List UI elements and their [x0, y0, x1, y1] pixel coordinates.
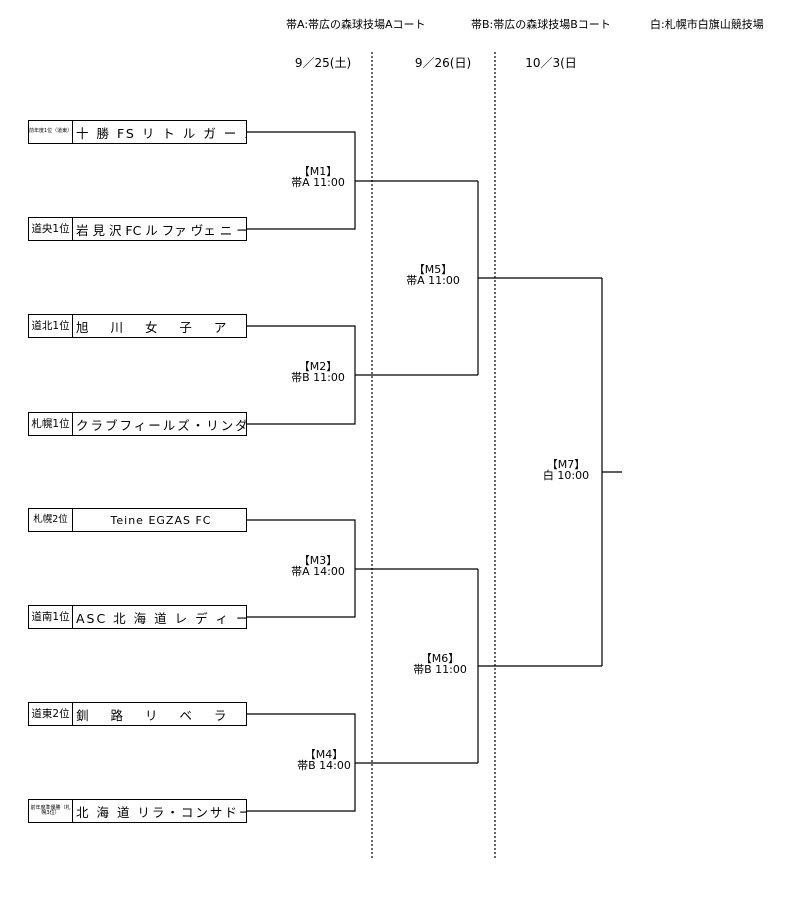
team-seed: 道東2位	[29, 703, 73, 725]
match-time: 帯B 11:00	[291, 371, 345, 384]
match-time: 帯B 14:00	[297, 759, 351, 772]
team-slot-6: 道南1位 ASC 北 海 道 レ デ ィ ー ス	[28, 605, 247, 629]
date-round2: 9／26(日)	[414, 56, 472, 70]
match-time: 白 10:00	[542, 469, 590, 482]
team-name: 北 海 道 リラ・コンサドーレ	[76, 804, 246, 820]
match-m5: 【M5】 帯A 11:00	[393, 264, 473, 286]
venue-a-label: 帯A:帯広の森球技場Aコート	[286, 18, 426, 31]
match-time: 帯B 11:00	[413, 663, 467, 676]
match-m3: 【M3】 帯A 14:00	[278, 555, 358, 577]
date-round3: 10／3(日	[525, 56, 577, 70]
venue-b-label: 帯B:帯広の森球技場Bコート	[471, 18, 611, 31]
team-seed: 前年度1位（道東）	[29, 121, 73, 143]
venue-w-label: 白:札幌市白旗山競技場	[650, 18, 764, 31]
team-seed: 札幌1位	[29, 413, 73, 435]
match-m4: 【M4】 帯B 14:00	[284, 749, 364, 771]
team-name: ASC 北 海 道 レ デ ィ ー ス	[76, 610, 246, 626]
match-m2: 【M2】 帯B 11:00	[278, 361, 358, 383]
match-label: 【M1】	[298, 165, 338, 178]
team-name: 釧 路 リ ベ ラ ル テ ィ	[76, 707, 246, 723]
team-seed: 道北1位	[29, 315, 73, 337]
match-m6: 【M6】 帯B 11:00	[400, 653, 480, 675]
match-time: 帯A 14:00	[291, 565, 345, 578]
team-slot-7: 道東2位 釧 路 リ ベ ラ ル テ ィ	[28, 702, 247, 726]
team-slot-4: 札幌1位 クラブフィールズ・リンダ	[28, 412, 247, 436]
match-m7: 【M7】 白 10:00	[526, 459, 606, 481]
match-label: 【M5】	[413, 263, 453, 276]
team-seed: 前年度準優勝（札幌3位）	[29, 800, 73, 822]
match-label: 【M6】	[420, 652, 460, 665]
match-label: 【M7】	[546, 458, 586, 471]
team-name: 旭 川 女 子 ア チ ー ボ	[76, 319, 246, 335]
team-seed: 道南1位	[29, 606, 73, 628]
team-name: Teine EGZAS FC	[110, 513, 212, 527]
team-name: 十 勝 FS リ ト ル ガ ー ル ズ	[76, 125, 246, 141]
match-label: 【M3】	[298, 554, 338, 567]
match-label: 【M2】	[298, 360, 338, 373]
team-slot-3: 道北1位 旭 川 女 子 ア チ ー ボ	[28, 314, 247, 338]
team-slot-1: 前年度1位（道東） 十 勝 FS リ ト ル ガ ー ル ズ	[28, 120, 247, 144]
match-time: 帯A 11:00	[291, 176, 345, 189]
team-slot-8: 前年度準優勝（札幌3位） 北 海 道 リラ・コンサドーレ	[28, 799, 247, 823]
team-seed: 札幌2位	[29, 509, 73, 531]
date-round1: 9／25(土)	[294, 56, 352, 70]
team-name: クラブフィールズ・リンダ	[76, 417, 246, 433]
team-slot-5: 札幌2位 Teine EGZAS FC	[28, 508, 247, 532]
match-time: 帯A 11:00	[406, 274, 460, 287]
team-slot-2: 道央1位 岩 見 沢 FC ル ファ ヴェ ニ ー ル	[28, 217, 247, 241]
team-name: 岩 見 沢 FC ル ファ ヴェ ニ ー ル	[76, 222, 246, 238]
team-seed: 道央1位	[29, 218, 73, 240]
match-label: 【M4】	[304, 748, 344, 761]
match-m1: 【M1】 帯A 11:00	[278, 166, 358, 188]
